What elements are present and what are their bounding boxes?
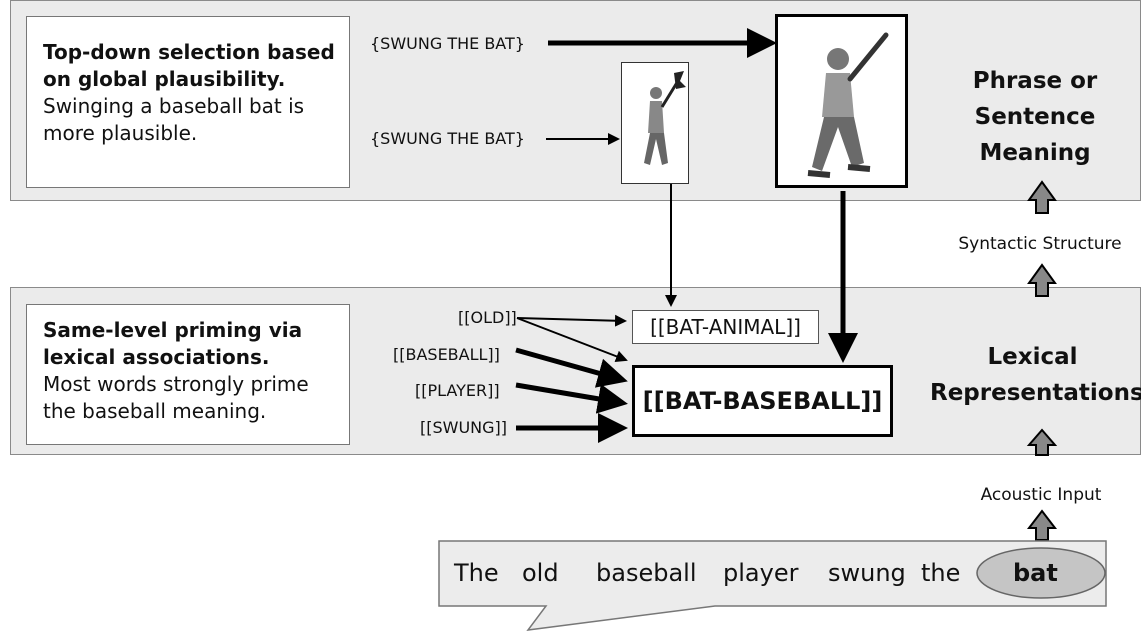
phrase-meaning-label: Phrase or Sentence Meaning	[972, 68, 1098, 166]
top-down-note: Top-down selection based on global plaus…	[26, 16, 350, 188]
batter-animal-bat-illustration	[644, 71, 686, 165]
top-down-note-text: Swinging a baseball bat is more plausibl…	[43, 94, 305, 145]
acoustic-input-label: Acoustic Input	[980, 485, 1102, 505]
sentence-word-the-2: the	[921, 559, 961, 587]
prime-word-swung: [[SWUNG]]	[420, 418, 508, 437]
bat-baseball-picture	[775, 14, 908, 188]
phrase-label-2: {SWUNG THE BAT}	[370, 129, 525, 148]
sentence-word-player: player	[723, 559, 799, 587]
prime-word-player: [[PLAYER]]	[415, 381, 500, 400]
sentence-word-old: old	[522, 559, 559, 587]
bat-animal-picture	[621, 62, 689, 184]
sentence-word-swung: swung	[828, 559, 906, 587]
top-down-note-heading: Top-down selection based on global plaus…	[43, 40, 335, 91]
same-level-note-heading: Same-level priming via lexical associati…	[43, 318, 303, 369]
syntactic-structure-label: Syntactic Structure	[958, 234, 1122, 254]
up-arrow-sentence-to-acoustic	[1026, 509, 1058, 541]
same-level-note-text: Most words strongly prime the baseball m…	[43, 372, 309, 423]
bat-baseball-box: [[BAT-BASEBALL]]	[632, 365, 893, 437]
sentence-word-the: The	[454, 559, 499, 587]
sentence-word-baseball: baseball	[596, 559, 697, 587]
sentence-word-bat: bat	[1013, 559, 1058, 587]
same-level-note: Same-level priming via lexical associati…	[26, 304, 350, 445]
bat-animal-box: [[BAT-ANIMAL]]	[632, 310, 819, 344]
prime-word-old: [[OLD]]	[458, 308, 517, 327]
batter-baseball-bat-illustration	[807, 32, 889, 178]
lexical-representations-label: Lexical Representations	[930, 344, 1141, 406]
phrase-label-1: {SWUNG THE BAT}	[370, 34, 525, 53]
prime-word-baseball: [[BASEBALL]]	[393, 345, 500, 364]
